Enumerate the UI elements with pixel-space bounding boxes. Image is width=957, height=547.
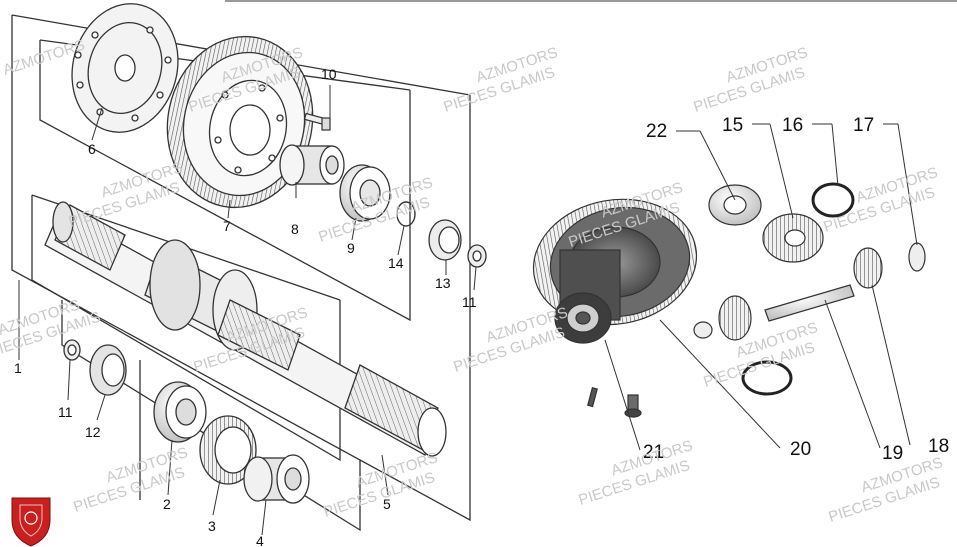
washer-part-17 bbox=[908, 242, 926, 272]
callout-7: 7 bbox=[223, 218, 231, 234]
bearing-part-22 bbox=[708, 184, 762, 226]
callout-14: 14 bbox=[388, 255, 404, 271]
gear-part-3 bbox=[199, 415, 257, 485]
brand-logo bbox=[11, 497, 51, 547]
callout-13: 13 bbox=[435, 275, 451, 291]
washer-part-11-right bbox=[467, 244, 487, 268]
callout-4: 4 bbox=[256, 533, 264, 547]
gear-part-18 bbox=[853, 247, 883, 289]
callout-18: 18 bbox=[928, 436, 949, 457]
hub-part-8 bbox=[279, 144, 345, 186]
callout-12: 12 bbox=[85, 424, 101, 440]
callout-11-left: 11 bbox=[58, 404, 73, 420]
logo-emblem-icon bbox=[24, 511, 38, 525]
callout-3: 3 bbox=[208, 518, 216, 534]
callout-2: 2 bbox=[163, 496, 171, 512]
bearing-part-9 bbox=[339, 164, 391, 222]
callout-6: 6 bbox=[88, 141, 96, 157]
callout-11-right: 11 bbox=[462, 294, 477, 310]
callout-19: 19 bbox=[882, 443, 903, 464]
callout-numbers: 1 2 3 4 5 6 7 8 9 10 11 11 12 13 14 bbox=[14, 66, 477, 547]
callout-22: 22 bbox=[646, 121, 667, 142]
callout-15: 15 bbox=[722, 115, 743, 136]
seal-part-12 bbox=[89, 344, 127, 396]
callout-16: 16 bbox=[782, 115, 803, 136]
pinion-part-20 bbox=[693, 295, 793, 396]
washer-part-11-left bbox=[63, 339, 81, 361]
ring-part-16 bbox=[811, 182, 855, 218]
sleeve-part-4 bbox=[243, 454, 310, 504]
seal-part-13 bbox=[428, 219, 462, 261]
differential-assembly bbox=[532, 198, 698, 344]
leader-lines bbox=[18, 85, 918, 536]
plate-part-6 bbox=[71, 3, 179, 133]
bolt-part-21 bbox=[587, 387, 642, 418]
bearing-part-2 bbox=[153, 381, 207, 443]
callout-5: 5 bbox=[383, 496, 391, 512]
ring-part-14 bbox=[396, 201, 416, 227]
callout-10: 10 bbox=[321, 66, 337, 82]
callout-9: 9 bbox=[347, 240, 355, 256]
ring-gear-part-7 bbox=[166, 35, 314, 209]
shaft-part-5 bbox=[44, 201, 447, 457]
bevel-gear-part-15 bbox=[762, 213, 824, 263]
callout-numbers-right: 15 16 17 18 19 20 21 22 bbox=[643, 115, 949, 464]
callout-20: 20 bbox=[790, 439, 811, 460]
callout-17: 17 bbox=[853, 115, 874, 136]
pin-part-19 bbox=[764, 284, 855, 322]
bolt-part-10 bbox=[303, 112, 331, 131]
callout-8: 8 bbox=[291, 221, 299, 237]
callout-1: 1 bbox=[14, 360, 22, 376]
callout-21: 21 bbox=[643, 442, 664, 463]
